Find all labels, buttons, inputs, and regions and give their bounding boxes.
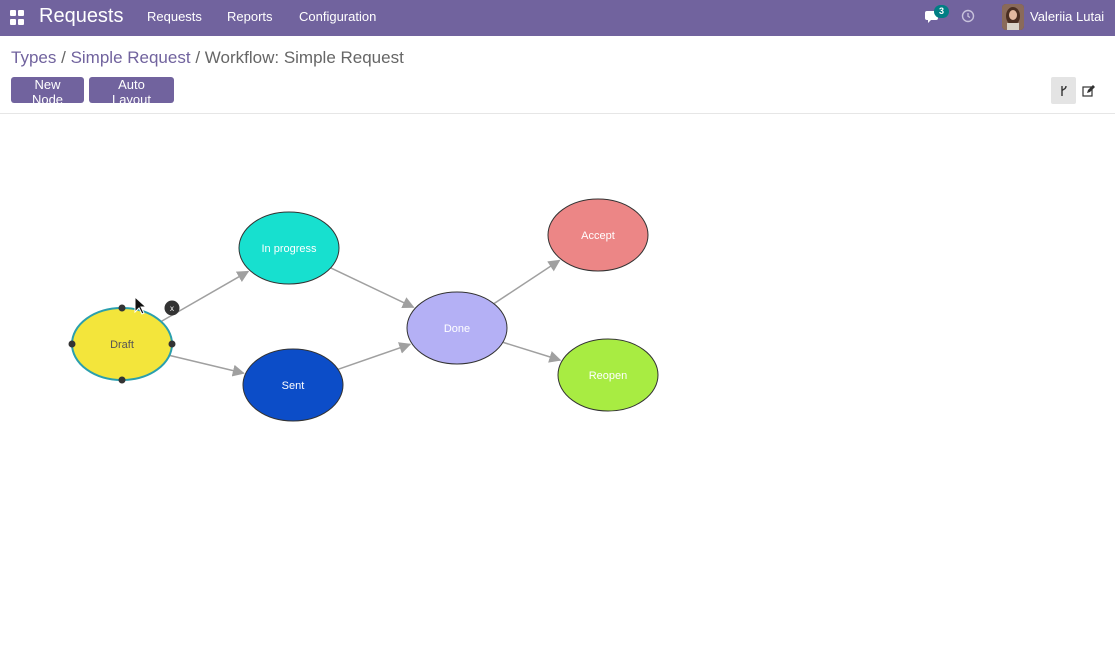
node-label: In progress	[261, 243, 317, 255]
edge-in_progress-to-done[interactable]	[324, 264, 415, 309]
user-name[interactable]: Valeriia Lutai	[1030, 9, 1105, 24]
edge-draft-to-in_progress[interactable]	[155, 270, 250, 326]
connection-handle[interactable]	[118, 304, 126, 312]
connection-handle[interactable]	[68, 340, 76, 348]
edit-view-button[interactable]	[1076, 77, 1101, 104]
node-shape[interactable]	[238, 211, 340, 285]
delete-node-button[interactable]: x	[164, 300, 180, 316]
node-shape[interactable]	[557, 338, 659, 412]
node-reopen[interactable]: Reopen	[557, 338, 659, 412]
menu-reports[interactable]: Reports	[227, 9, 273, 24]
breadcrumb: Types / Simple Request / Workflow: Simpl…	[11, 48, 404, 68]
node-sent[interactable]: Sent	[242, 348, 344, 422]
mouse-cursor-icon	[134, 295, 148, 315]
node-label: Accept	[581, 230, 615, 242]
connection-handle[interactable]	[168, 340, 176, 348]
node-label: Draft	[110, 339, 134, 351]
auto-layout-button[interactable]: Auto Layout	[89, 77, 174, 107]
chat-count-badge: 3	[934, 5, 949, 18]
clock-icon[interactable]	[961, 9, 975, 23]
node-done[interactable]: Done	[406, 291, 508, 365]
close-icon: x	[170, 304, 174, 313]
edge-done-to-accept[interactable]	[488, 259, 561, 308]
breadcrumb-types[interactable]: Types	[11, 48, 57, 67]
branch-icon	[1060, 85, 1067, 96]
top-navbar: Requests Requests Reports Configuration …	[0, 0, 1115, 36]
apps-menu-icon[interactable]	[10, 10, 25, 25]
node-shape[interactable]	[547, 198, 649, 272]
new-node-button[interactable]: New Node	[11, 77, 84, 107]
connection-handle[interactable]	[118, 376, 126, 384]
menu-requests[interactable]: Requests	[147, 9, 202, 24]
edit-icon	[1082, 84, 1095, 97]
node-label: Done	[444, 323, 470, 335]
edge-sent-to-done[interactable]	[332, 342, 412, 373]
header-divider	[0, 113, 1115, 114]
node-in-progress[interactable]: In progress	[238, 211, 340, 285]
edge-draft-to-sent[interactable]	[163, 353, 245, 377]
node-shape[interactable]	[242, 348, 344, 422]
node-label: Reopen	[589, 370, 628, 382]
node-shape[interactable]	[406, 291, 508, 365]
breadcrumb-simple-request[interactable]: Simple Request	[70, 48, 191, 67]
breadcrumb-separator: /	[195, 48, 201, 67]
node-label: Sent	[282, 380, 305, 392]
breadcrumb-separator: /	[61, 48, 66, 67]
app-brand[interactable]: Requests	[39, 5, 124, 27]
node-draft[interactable]: Draft	[71, 307, 173, 381]
diagram-view-button[interactable]	[1051, 77, 1076, 104]
user-avatar[interactable]	[1002, 4, 1024, 30]
breadcrumb-current: Workflow: Simple Request	[204, 48, 404, 67]
edge-done-to-reopen[interactable]	[496, 339, 562, 363]
menu-configuration[interactable]: Configuration	[299, 9, 377, 24]
node-accept[interactable]: Accept	[547, 198, 649, 272]
